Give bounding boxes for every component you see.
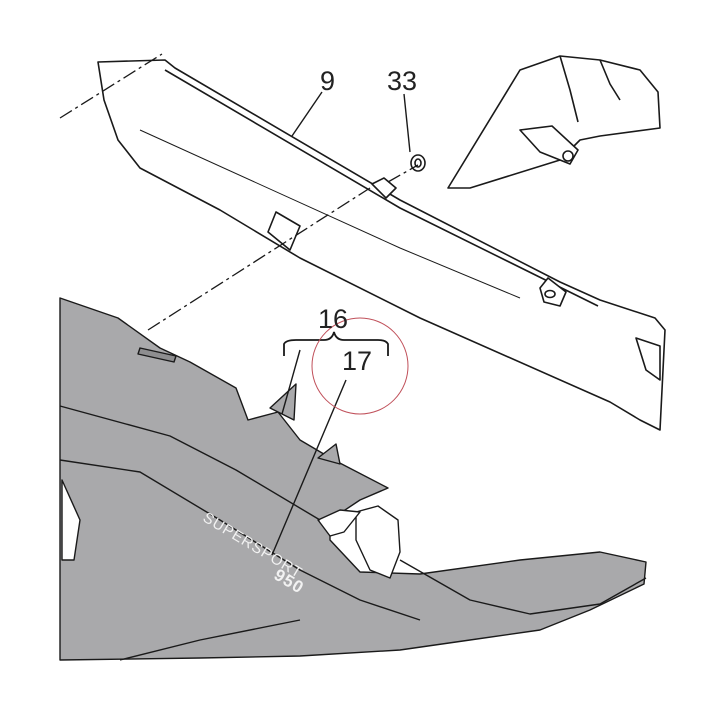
group-brace: [283, 331, 389, 356]
highlight-circle: [311, 317, 409, 415]
callout-33: 33: [387, 66, 418, 96]
side-fairing-part: [59, 297, 647, 661]
tail-trim-part: [97, 59, 666, 431]
callout-17: 17: [342, 346, 373, 376]
leader-lines: [271, 91, 411, 556]
rear-bracket-part: [447, 55, 661, 189]
assembly-lines: [59, 53, 419, 331]
washer-part: [410, 154, 426, 172]
callout-9: 9: [320, 66, 336, 96]
callout-16: 16: [318, 304, 349, 334]
